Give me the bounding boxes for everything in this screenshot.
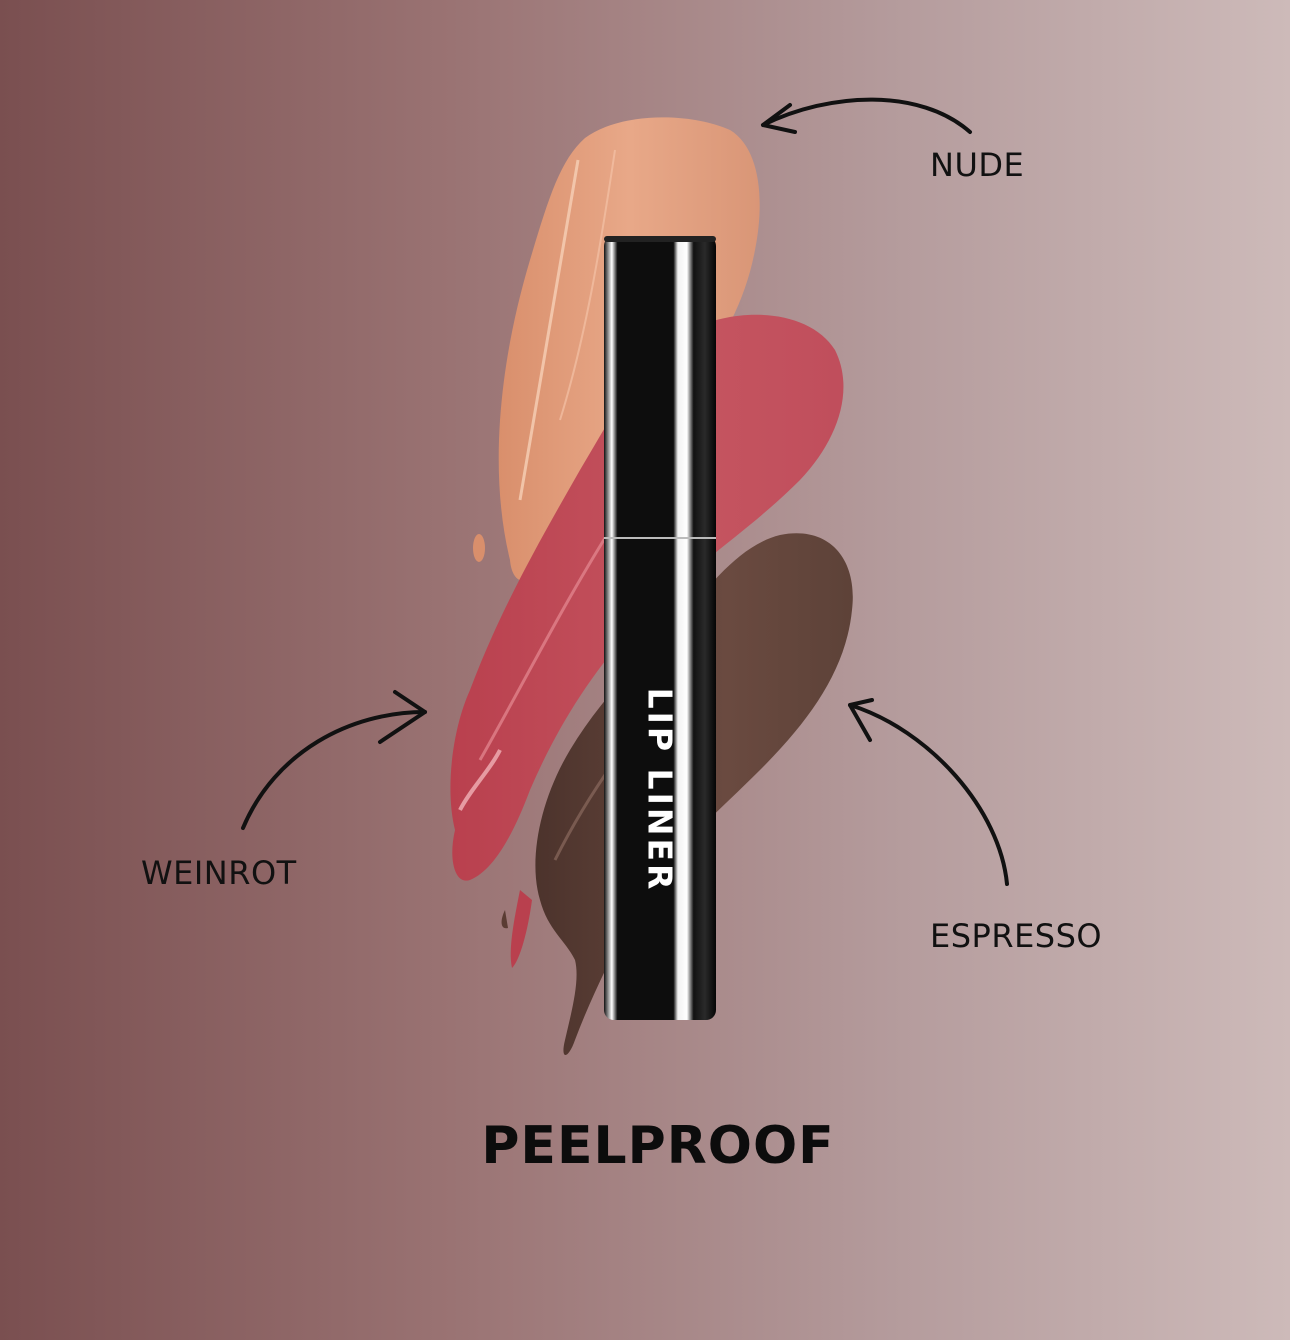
shade-label-espresso: ESPRESSO xyxy=(930,917,1103,955)
headline: PEELPROOF xyxy=(481,1116,835,1176)
espresso-arrow-icon xyxy=(848,698,1009,886)
shade-label-nude: NUDE xyxy=(930,146,1025,184)
nude-arrow-icon xyxy=(761,97,972,134)
lip-liner-tube xyxy=(604,236,716,1020)
weinrot-arrow-icon xyxy=(241,690,427,830)
tube-label: LIP LINER xyxy=(640,687,680,893)
shade-label-weinrot: WEINROT xyxy=(141,854,297,892)
